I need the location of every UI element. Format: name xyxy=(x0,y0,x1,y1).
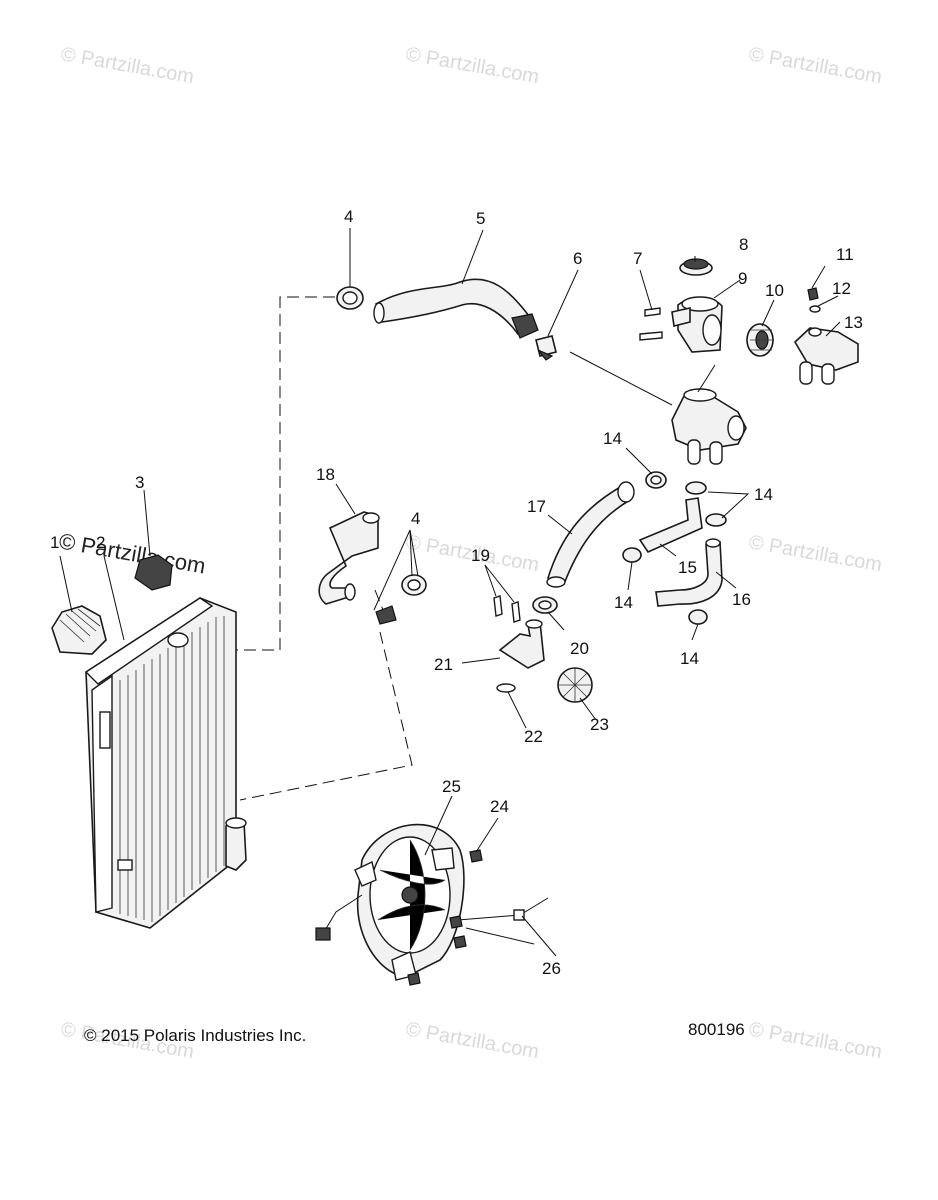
diagram-number: 800196 xyxy=(688,1020,745,1039)
part-20-seal xyxy=(532,596,558,614)
callout-18: 18 xyxy=(316,465,335,484)
part-18-hose xyxy=(318,511,380,605)
part-23-impeller xyxy=(557,667,593,703)
watermark: © Partzilla.com xyxy=(747,531,884,576)
callout-9: 9 xyxy=(738,269,747,288)
callout-numbers: 1 2 3 4 4 5 6 7 8 9 10 11 12 13 14 14 14… xyxy=(50,207,863,978)
watermark: © Partzilla.com xyxy=(747,43,884,88)
callout-5: 5 xyxy=(476,209,485,228)
part-2-radiator xyxy=(84,597,247,929)
part-10-thermostat xyxy=(746,323,774,357)
watermark: © Partzilla.com xyxy=(404,1018,541,1063)
callout-25: 25 xyxy=(442,777,461,796)
part-14-clamp-right xyxy=(685,481,727,527)
part-14-clamp-upper xyxy=(645,471,667,489)
watermark: © Partzilla.com xyxy=(59,43,196,88)
part-15-hose xyxy=(638,497,703,554)
callout-19: 19 xyxy=(471,546,490,565)
part-26-harness xyxy=(407,897,549,986)
callout-11: 11 xyxy=(836,245,854,264)
part-14-clamp-left xyxy=(622,547,642,563)
callout-22: 22 xyxy=(524,727,543,746)
callout-17: 17 xyxy=(527,497,546,516)
part-12-washer xyxy=(809,305,821,313)
part-thermostat-housing-assembled xyxy=(671,364,747,465)
part-14-clamp-lower xyxy=(688,609,708,625)
part-22-oring xyxy=(496,683,516,693)
part-7-bolt xyxy=(639,307,663,341)
part-4-clamp-lower xyxy=(375,574,427,625)
part-9-filler-neck xyxy=(671,296,723,353)
part-5-upper-hose xyxy=(373,278,539,339)
callout-14: 14 xyxy=(603,429,622,448)
part-13-thermostat-cover xyxy=(793,327,859,385)
callout-1: 1 xyxy=(50,533,59,552)
watermark: © Partzilla.com xyxy=(747,1018,884,1063)
part-6-clamp xyxy=(535,335,557,361)
callout-26: 26 xyxy=(542,959,561,978)
callout-24: 24 xyxy=(490,797,509,816)
callout-4: 4 xyxy=(411,509,420,528)
part-4-clamp-top xyxy=(336,286,364,310)
callout-4: 4 xyxy=(344,207,353,226)
callout-14: 14 xyxy=(680,649,699,668)
callout-14: 14 xyxy=(614,593,633,612)
part-25-fan xyxy=(315,823,465,981)
callout-6: 6 xyxy=(573,249,582,268)
part-11-bolt xyxy=(807,287,819,301)
callout-7: 7 xyxy=(633,249,642,268)
callout-10: 10 xyxy=(765,281,784,300)
callout-23: 23 xyxy=(590,715,609,734)
watermark: © Partzilla.com xyxy=(404,43,541,88)
callout-3: 3 xyxy=(135,473,144,492)
part-16-hose xyxy=(655,538,723,607)
part-17-hose xyxy=(546,481,635,588)
callout-20: 20 xyxy=(570,639,589,658)
callout-16: 16 xyxy=(732,590,751,609)
part-8-cap xyxy=(679,258,713,276)
part-1-shroud xyxy=(51,605,107,655)
watermark-dark: © Partzilla.com xyxy=(57,528,207,578)
callout-14: 14 xyxy=(754,485,773,504)
part-3-bracket xyxy=(134,554,173,591)
callout-2: 2 xyxy=(96,533,105,552)
callout-13: 13 xyxy=(844,313,863,332)
part-21-outlet xyxy=(498,619,545,669)
copyright-text: © 2015 Polaris Industries Inc. xyxy=(84,1026,307,1045)
callout-8: 8 xyxy=(739,235,748,254)
callout-21: 21 xyxy=(434,655,453,674)
callout-15: 15 xyxy=(678,558,697,577)
part-19-bolts xyxy=(493,595,521,623)
leader-lines xyxy=(59,228,841,957)
callout-12: 12 xyxy=(832,279,851,298)
